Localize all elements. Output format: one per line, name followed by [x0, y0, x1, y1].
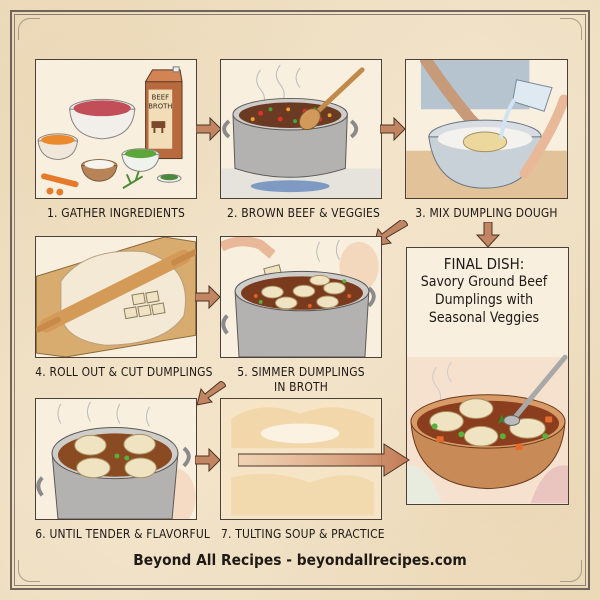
step-3-panel [405, 59, 568, 199]
roll-out-dough-illustration [36, 237, 196, 357]
arrow-right-icon [195, 285, 221, 309]
arrow-down-icon [476, 222, 500, 248]
step-1-caption: 1. GATHER INGREDIENTS [47, 205, 185, 220]
ingredients-illustration: BEEF BROTH [37, 66, 183, 196]
corner-flourish-icon [560, 18, 582, 40]
arrow-right-icon [196, 117, 222, 141]
decorative-frame-outer [10, 10, 590, 590]
step-5-caption-line1: 5. SIMMER DUMPLINGS [237, 364, 365, 379]
spoon-icon [503, 354, 568, 426]
step-6-panel [35, 398, 197, 520]
final-dish-line2: Dumplings with [434, 292, 534, 308]
svg-text:BROTH: BROTH [148, 102, 172, 110]
svg-text:BEEF: BEEF [152, 93, 169, 101]
simmer-dumplings-illustration [221, 237, 379, 357]
step-6-caption: 6. UNTIL TENDER & FLAVORFUL [35, 526, 211, 541]
corner-flourish-icon [560, 560, 582, 582]
step-5-panel [220, 236, 382, 358]
long-arrow-right-icon [238, 443, 410, 477]
corner-flourish-icon [18, 18, 40, 40]
brown-beef-illustration [221, 64, 381, 198]
measuring-cup-icon [498, 79, 553, 140]
step-5-caption: 5. SIMMER DUMPLINGS IN BROTH [227, 364, 375, 394]
final-dish-panel [406, 247, 569, 505]
decorative-frame-inner [14, 14, 586, 586]
step-4-caption: 4. ROLL OUT & CUT DUMPLINGS [35, 364, 213, 379]
final-dish-heading: FINAL DISH: [443, 255, 525, 273]
final-dish-title: FINAL DISH: Savory Ground Beef Dumplings… [412, 255, 556, 327]
step-5-caption-line2: IN BROTH [274, 379, 328, 394]
step-2-panel [220, 59, 382, 199]
mix-dough-illustration [406, 60, 567, 198]
beef-broth-carton-icon: BEEF BROTH [144, 66, 183, 160]
step-2-caption: 2. BROWN BEEF & VEGGIES [227, 205, 381, 220]
wooden-spoon-icon [298, 67, 365, 131]
step-1-panel: BEEF BROTH [35, 59, 197, 199]
rolling-pin-icon [36, 248, 196, 333]
footer-credit: Beyond All Recipes - beyondallrecipes.co… [133, 551, 467, 569]
arrow-down-left-icon [196, 381, 226, 406]
arrow-right-icon [380, 117, 406, 141]
final-dish-line3: Seasonal Veggies [428, 310, 540, 326]
step-4-panel [35, 236, 197, 358]
final-dish-illustration [407, 354, 568, 504]
final-dish-line1: Savory Ground Beef [420, 274, 548, 290]
step-7-caption: 7. TULTING SOUP & PRACTICE [221, 526, 385, 541]
step-3-caption: 3. MIX DUMPLING DOUGH [415, 205, 558, 220]
arrow-right-icon [195, 448, 221, 472]
corner-flourish-icon [18, 560, 40, 582]
tender-stew-illustration [36, 401, 196, 519]
